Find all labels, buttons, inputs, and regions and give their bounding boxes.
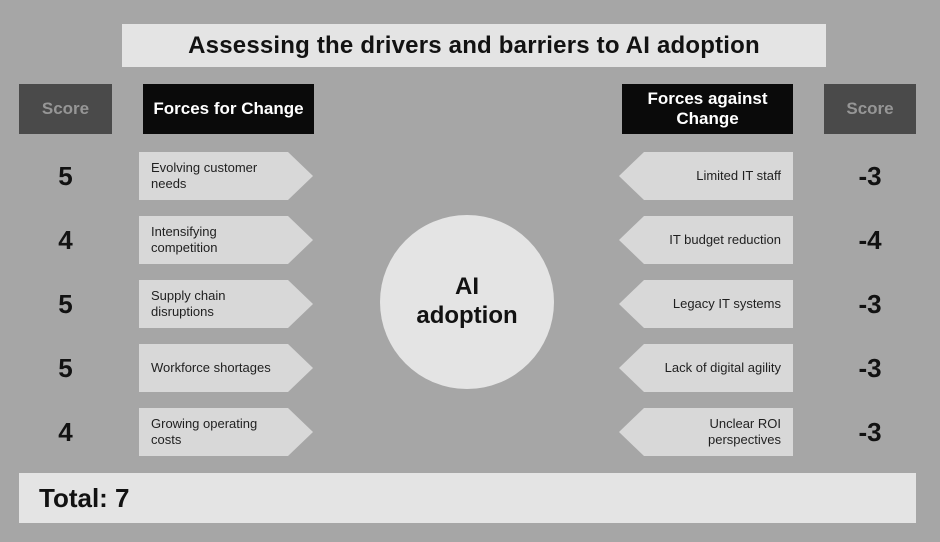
barrier-arrow: Legacy IT systems: [619, 280, 793, 328]
total-score-bar: Total: 7: [19, 473, 916, 523]
driver-label: Workforce shortages: [151, 359, 271, 375]
center-topic-line1: AI: [455, 273, 479, 301]
score-header-right: Score: [824, 84, 916, 134]
score-header-left: Score: [19, 84, 112, 134]
barrier-arrow: Lack of digital agility: [619, 344, 793, 392]
barrier-arrow: Unclear ROI perspectives: [619, 408, 793, 456]
driver-label: Intensifying competition: [151, 223, 218, 255]
barrier-label: Limited IT staff: [696, 167, 781, 183]
driver-score: 4: [58, 224, 73, 255]
diagram-title: Assessing the drivers and barriers to AI…: [122, 24, 826, 67]
driver-score: 5: [58, 160, 73, 191]
center-topic-line2: adoption: [416, 302, 518, 329]
barrier-score: -3: [858, 416, 882, 447]
driver-label: Evolving customer needs: [151, 159, 258, 191]
barrier-arrow: IT budget reduction: [619, 216, 793, 264]
barrier-score: -3: [858, 288, 882, 319]
driver-score: 5: [58, 352, 73, 383]
forces-for-change-header: Forces for Change: [143, 84, 314, 134]
driver-arrow: Growing operating costs: [139, 408, 313, 456]
driver-score: 4: [58, 416, 73, 447]
barrier-label: Lack of digital agility: [664, 359, 781, 375]
barrier-score: -4: [858, 224, 882, 255]
barrier-score: -3: [858, 160, 882, 191]
barrier-arrow: Limited IT staff: [619, 152, 793, 200]
barrier-label: Unclear ROI perspectives: [708, 415, 781, 447]
driver-arrow: Workforce shortages: [139, 344, 313, 392]
forces-against-change-header: Forces against Change: [622, 84, 793, 134]
barrier-label: Legacy IT systems: [672, 295, 781, 311]
driver-arrow: Evolving customer needs: [139, 152, 313, 200]
center-topic-circle: AI adoption: [380, 215, 554, 389]
barrier-score: -3: [858, 352, 882, 383]
driver-arrow: Supply chain disruptions: [139, 280, 313, 328]
barrier-label: IT budget reduction: [669, 231, 781, 247]
driver-score: 5: [58, 288, 73, 319]
driver-label: Growing operating costs: [151, 415, 258, 447]
driver-arrow: Intensifying competition: [139, 216, 313, 264]
total-score-label: Total: 7: [39, 482, 130, 513]
driver-label: Supply chain disruptions: [151, 287, 226, 319]
